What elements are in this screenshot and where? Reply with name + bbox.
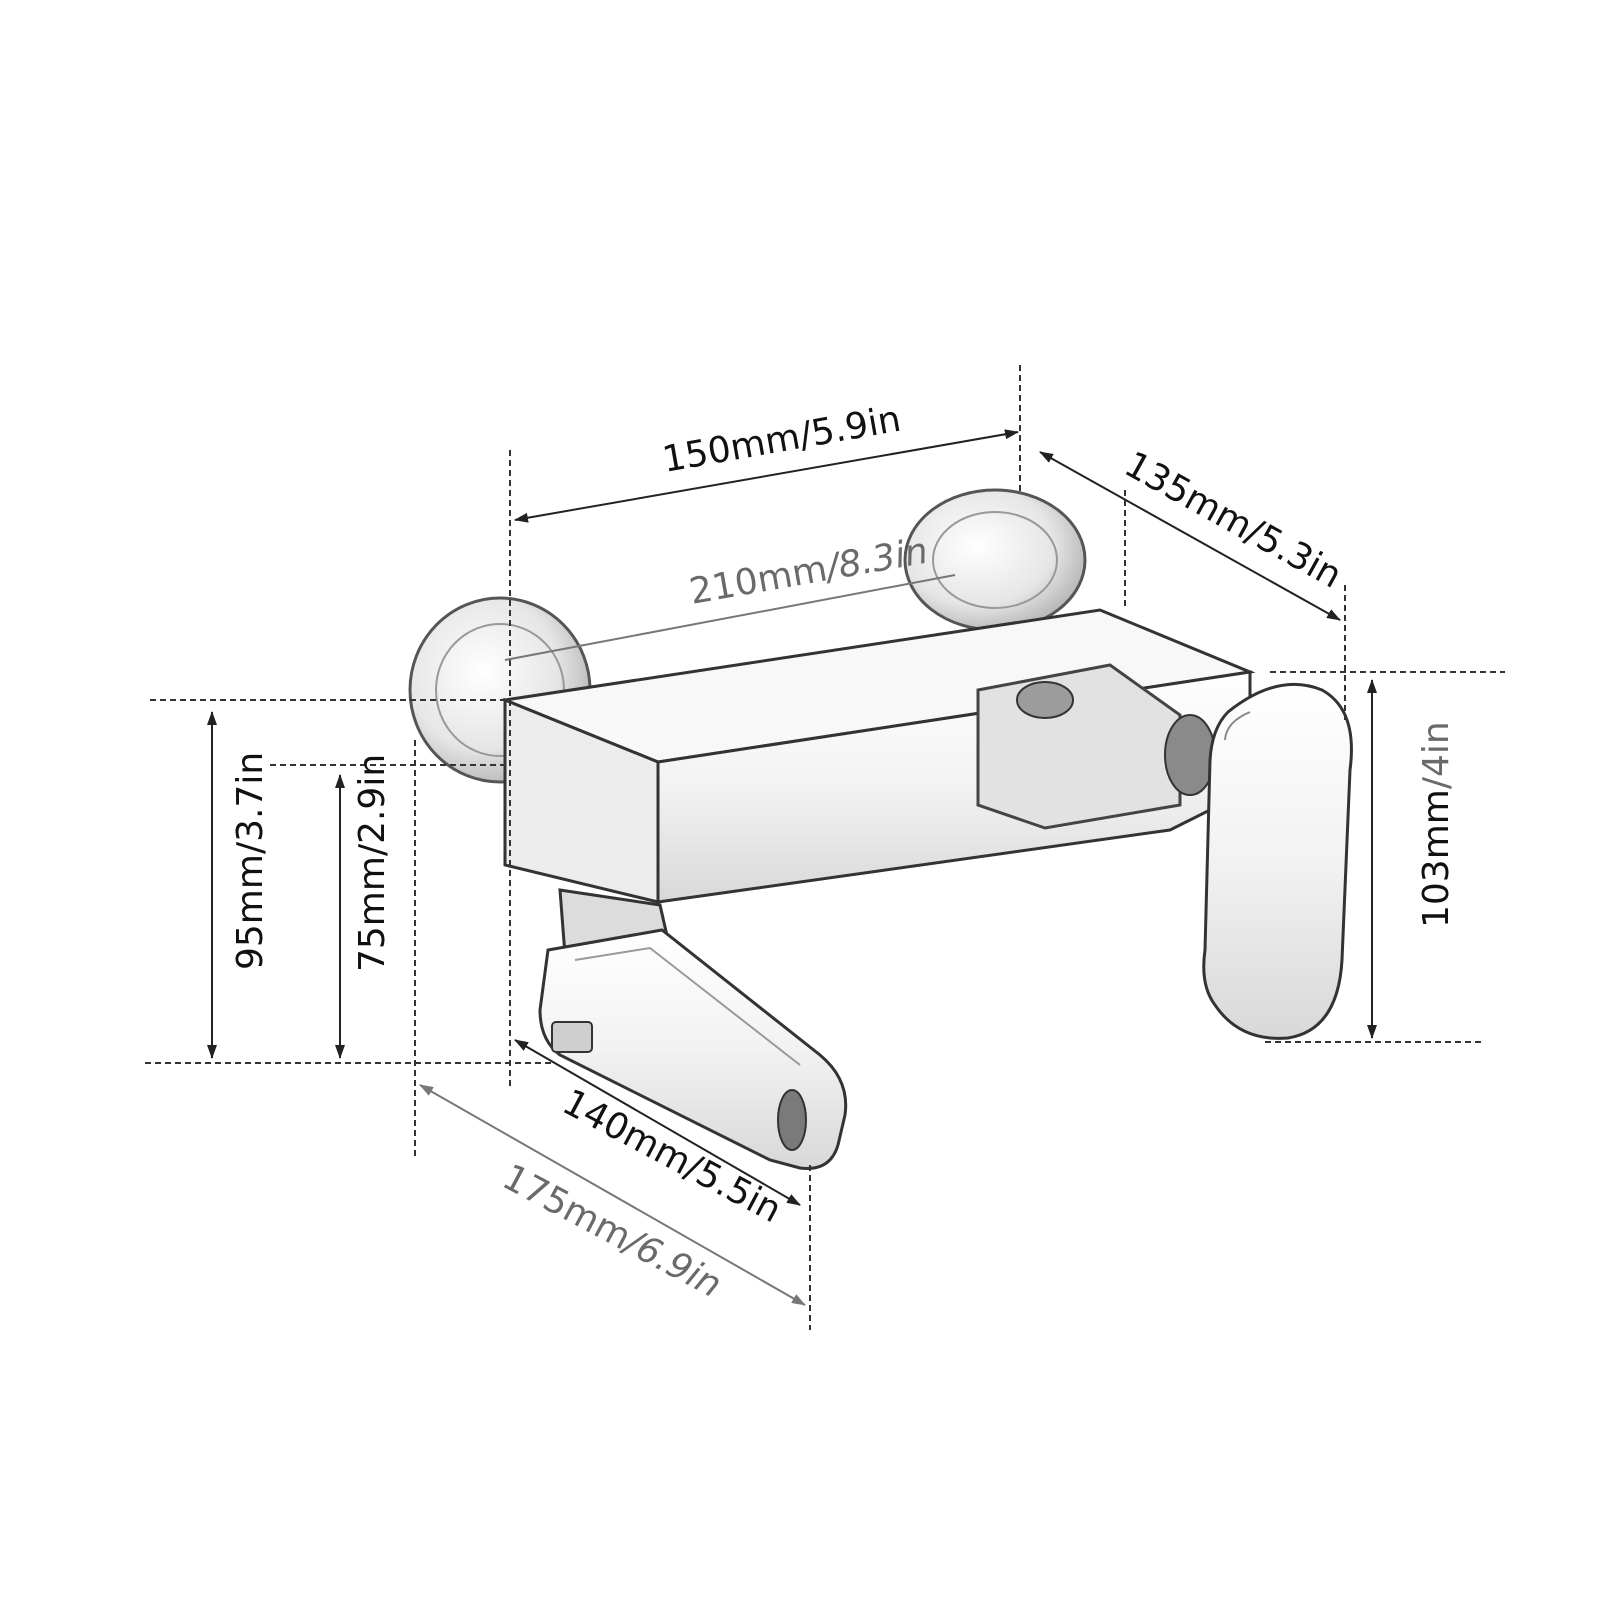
- dimension-label-75: 75mm/2.9in: [352, 754, 393, 972]
- dimension-label-95: 95mm/3.7in: [230, 752, 271, 970]
- diverter-knob: [551, 1021, 593, 1053]
- dimension-arrows: [207, 429, 1377, 1306]
- dimension-label-210: 210mm/8.3in: [686, 531, 931, 613]
- dimension-label-135: 135mm/5.3in: [1118, 444, 1349, 597]
- dimension-label-103: 103mm/4in: [1416, 721, 1457, 928]
- faucet-icon: [408, 488, 1353, 1171]
- dimension-label-150: 150mm/5.9in: [659, 399, 904, 481]
- lever-handle: [1202, 682, 1353, 1040]
